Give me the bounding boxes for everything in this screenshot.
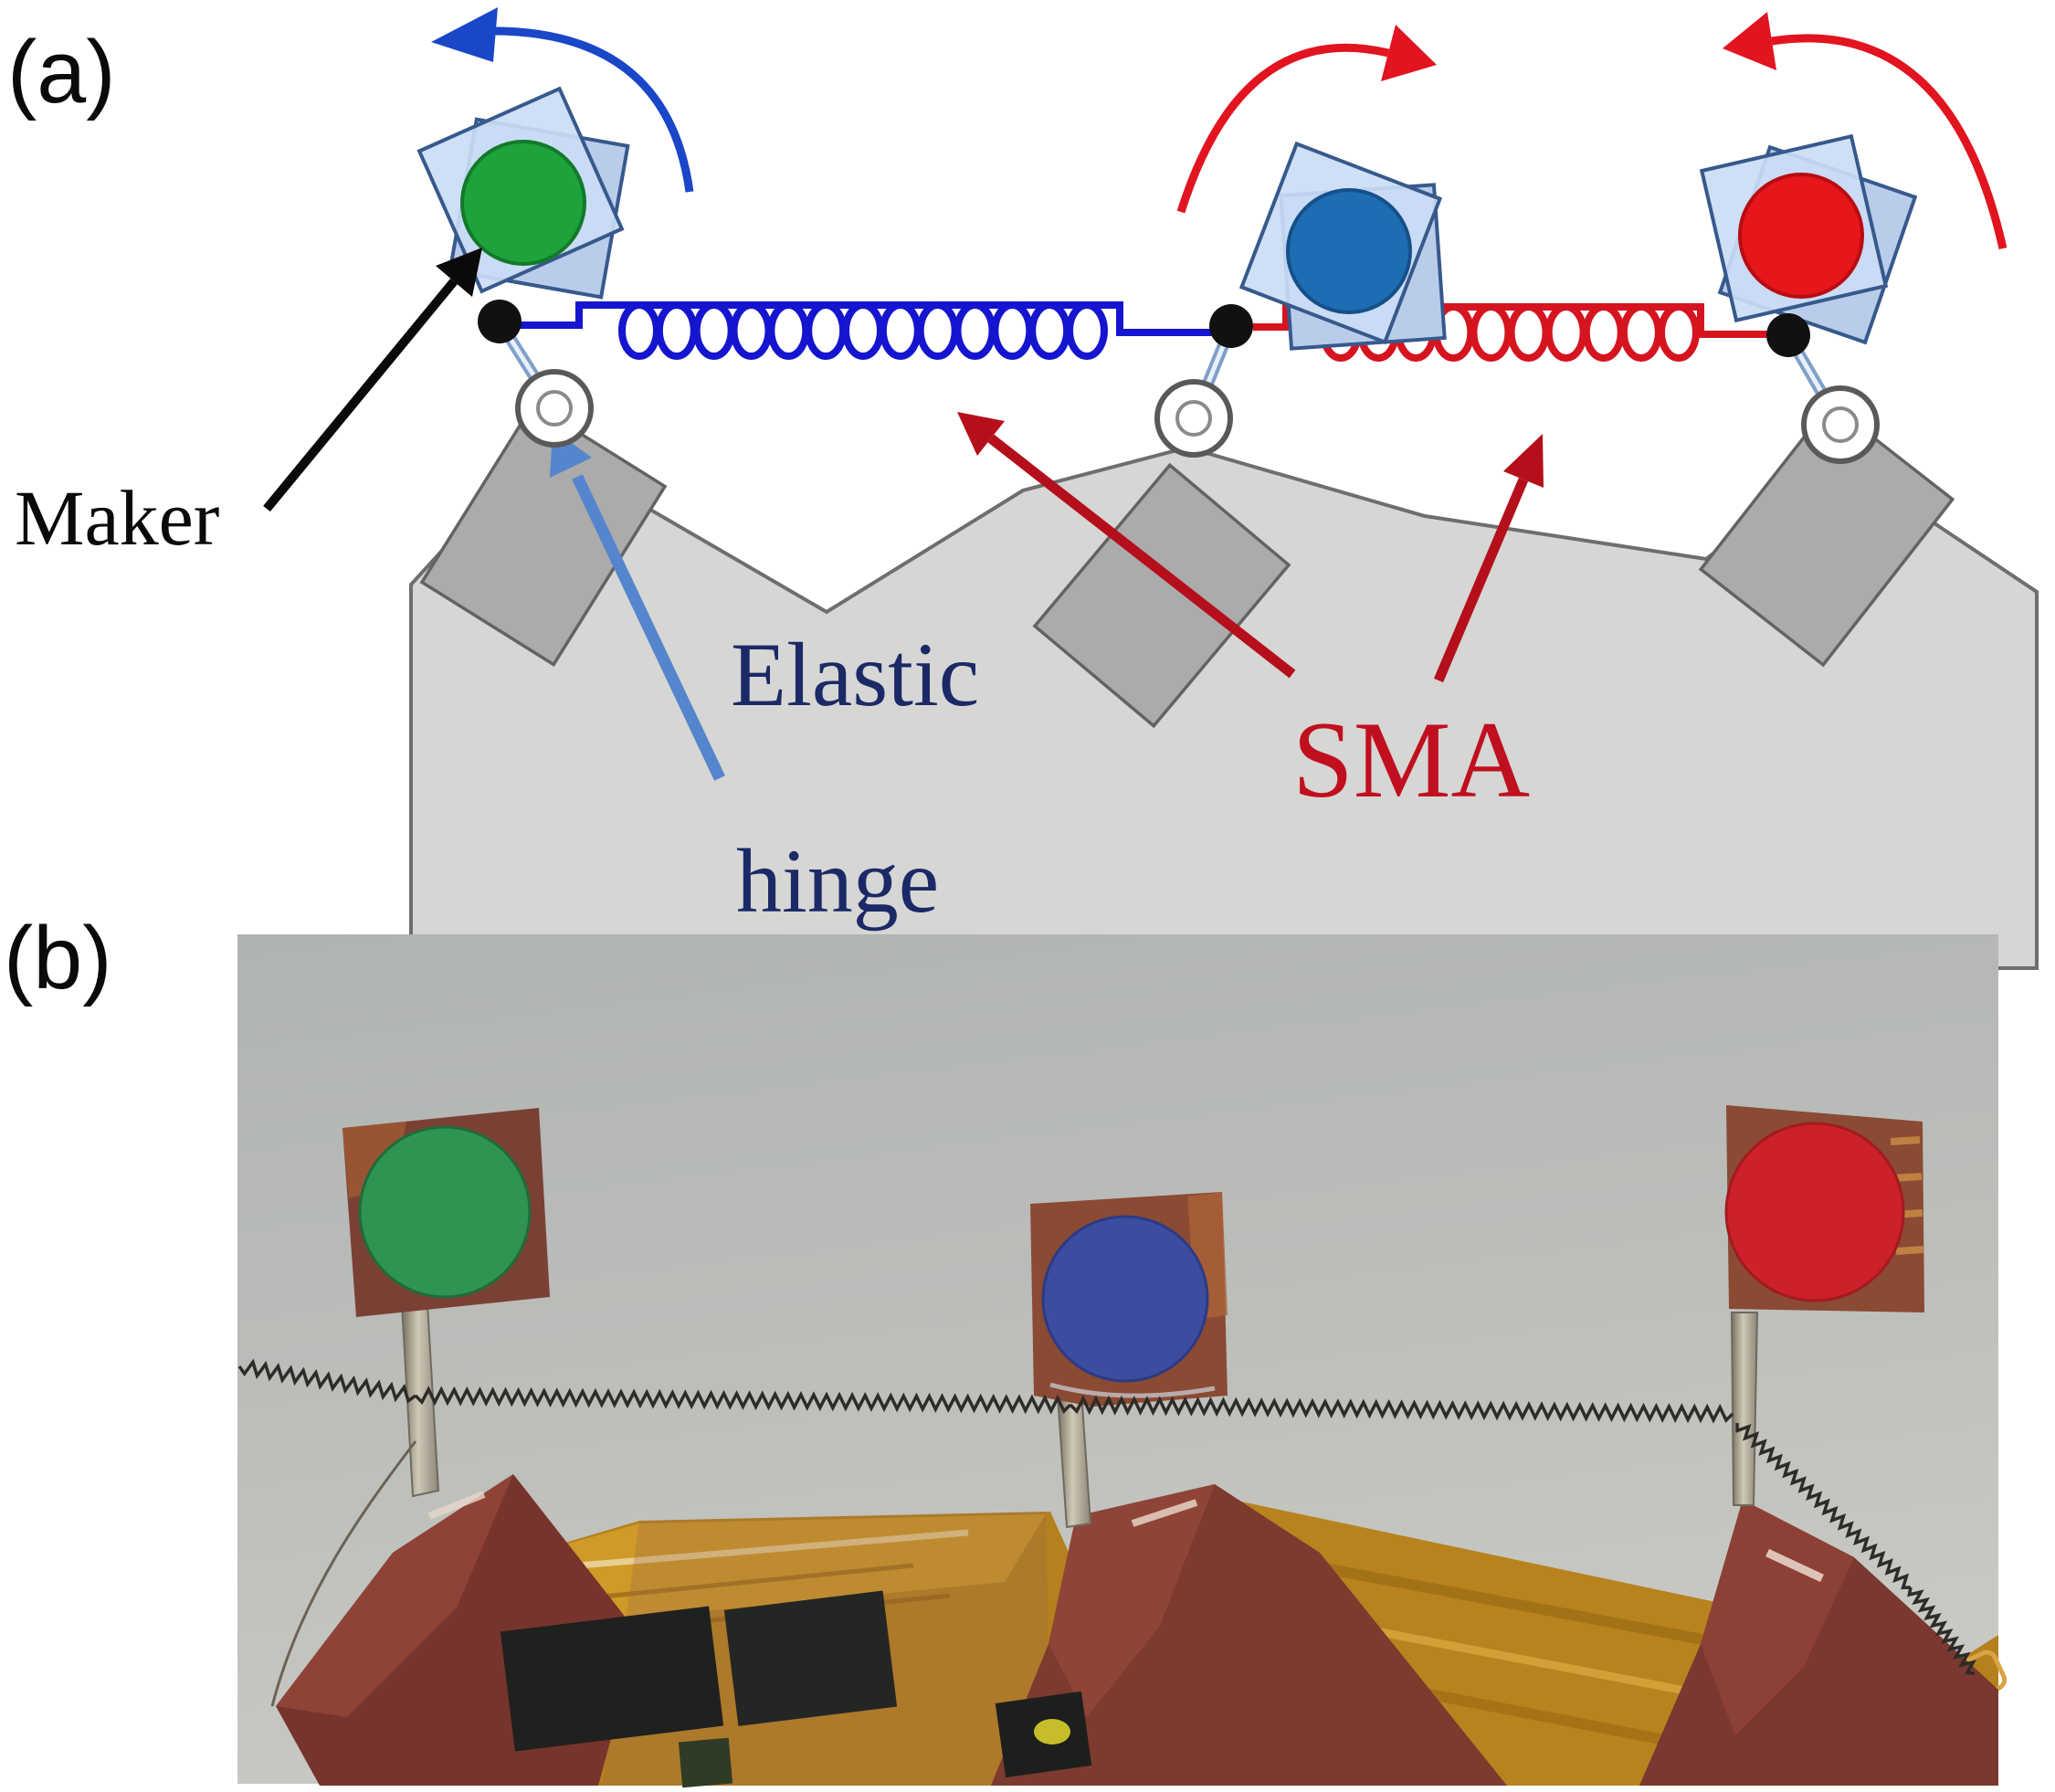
spring-blue-coils <box>618 301 1108 360</box>
rotation-arrow-red-head-icon <box>1723 12 1776 70</box>
hinge-blocks <box>419 401 1955 729</box>
rotation-arrow-green-ccw <box>483 26 694 193</box>
flap-middle <box>991 1484 1507 1786</box>
sma-spring-blue <box>504 301 1215 360</box>
hinge-arrow-shaft <box>572 474 725 781</box>
wire-segment-1 <box>237 1358 417 1404</box>
maker-arrow-head-icon <box>436 248 482 297</box>
maker-annotation: Maker <box>15 248 482 562</box>
marker-red <box>1699 133 1918 357</box>
marker-green-pivot <box>478 300 522 343</box>
flag-blue-bottom-glint <box>1049 1382 1216 1398</box>
sma-arrow-right <box>1433 477 1529 683</box>
hinge-3-ring-inner-icon <box>1822 406 1859 443</box>
marker-blue-pivot <box>1209 304 1253 348</box>
panel-a: (a) <box>7 7 2039 970</box>
hinge-1-ring-inner-icon <box>536 390 573 427</box>
flap-right-facet <box>1701 1500 1854 1735</box>
flag-green-dot-icon <box>358 1125 532 1299</box>
wire-segment-diagonal-2 <box>1907 1586 1976 1675</box>
rotation-arrow-red-ccw <box>1771 34 2008 249</box>
marker-blue-dot-icon <box>1286 188 1412 314</box>
maker-label: Maker <box>15 474 219 562</box>
rotation-arrow-blue-head-icon <box>1381 25 1437 81</box>
sma-wire <box>237 1358 1976 1707</box>
loose-lead-wire <box>270 1440 417 1707</box>
marker-green-dot-icon <box>460 140 586 266</box>
flap-left-facet <box>276 1474 513 1717</box>
hinge-2 <box>1154 323 1238 458</box>
flap-right-glint <box>1765 1548 1824 1583</box>
sma-annotation-arrows <box>957 412 1544 683</box>
wire-segment-3 <box>1069 1395 1734 1424</box>
sma-arrow-left <box>987 434 1296 679</box>
hinge-block-2 <box>1032 462 1291 729</box>
sma-arrow-right-head-icon <box>1503 434 1544 488</box>
wire-segment-diagonal <box>1735 1422 1912 1590</box>
flag-green <box>342 1108 550 1317</box>
elastic-hinge-label-line2: hinge <box>736 830 939 932</box>
maker-arrow-shaft <box>263 278 458 512</box>
hinge-block-1 <box>419 402 668 667</box>
flag-blue-dot-icon <box>1041 1215 1209 1383</box>
rotation-arrow-green-head-icon <box>431 7 498 62</box>
hinge-2-ring-inner-icon <box>1175 400 1212 437</box>
flap-left-glint <box>427 1491 486 1520</box>
marker-red-dot-icon <box>1738 173 1864 299</box>
marker-green <box>416 86 630 343</box>
ic-chip-2 <box>723 1590 898 1726</box>
kapton-finger-1 <box>1890 1136 1921 1145</box>
hinge-1 <box>494 318 594 448</box>
panel-a-label: (a) <box>7 22 116 121</box>
marker-red-pivot <box>1766 313 1810 357</box>
elastic-hinge-label-line1: Elastic <box>731 624 979 725</box>
sma-label: SMA <box>1292 699 1530 820</box>
green-pcb-fragment <box>678 1737 733 1788</box>
panel-b: (b) <box>4 908 2008 1788</box>
panel-b-label: (b) <box>4 908 112 1007</box>
rotation-arrows <box>431 7 2008 249</box>
flag-red-dot-icon <box>1724 1122 1905 1302</box>
solder-yellow-blob <box>1034 1719 1070 1745</box>
flag-red <box>1724 1105 1924 1312</box>
elastic-hinge-label: Elastic hinge <box>731 624 979 932</box>
kapton-finger-4 <box>1895 1246 1924 1255</box>
ic-chip-1 <box>500 1606 724 1752</box>
hinge-block-3 <box>1698 401 1955 668</box>
flag-blue <box>1030 1192 1228 1407</box>
flap-middle-facet <box>1049 1484 1215 1717</box>
stem-red <box>1730 1312 1759 1506</box>
rotation-arrow-blue-cw <box>1176 43 1390 214</box>
sma-arrow-left-head-icon <box>957 412 1005 456</box>
spring-blue-wire <box>504 301 1215 336</box>
wire-segment-2 <box>414 1386 1072 1415</box>
pcb-components <box>500 1590 1092 1788</box>
elastic-hinges <box>494 318 1880 464</box>
flap-right <box>1639 1500 1998 1786</box>
flap-middle-glint <box>1131 1499 1198 1527</box>
marker-blue <box>1209 141 1447 351</box>
